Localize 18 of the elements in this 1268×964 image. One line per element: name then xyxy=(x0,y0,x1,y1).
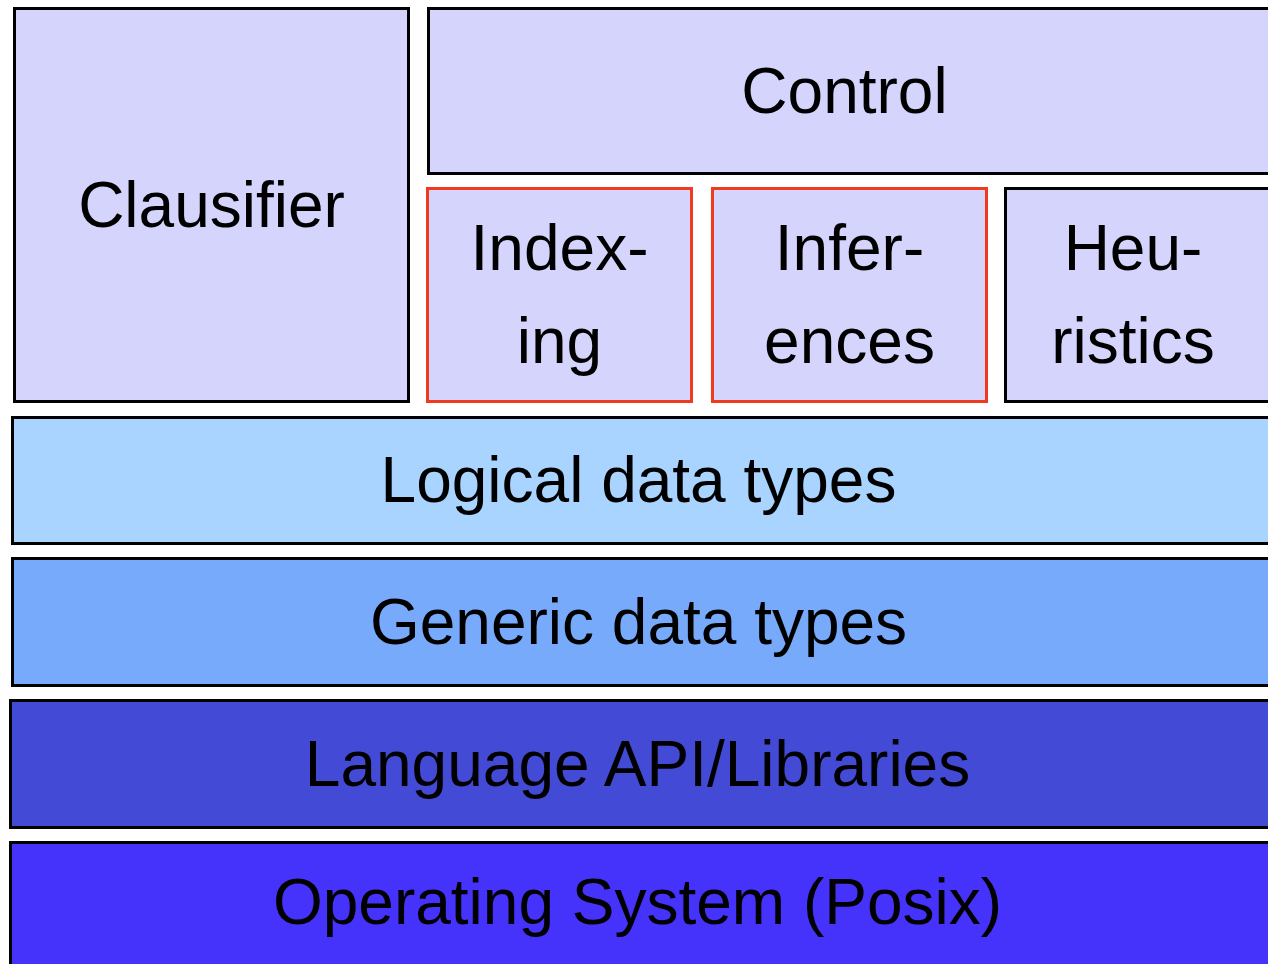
layer-box xyxy=(9,699,1268,829)
layer-box xyxy=(11,416,1268,545)
layer-label: Generic data types xyxy=(369,584,909,660)
layer-label: Heu- ristics xyxy=(1050,211,1216,379)
layer-label: Operating System (Posix) xyxy=(272,864,1004,940)
layer-box xyxy=(711,187,988,403)
layer-box xyxy=(1004,187,1268,403)
layer-box xyxy=(13,7,410,403)
layer-box xyxy=(11,557,1268,687)
layer-label: Index- ing xyxy=(469,211,650,379)
layer-box xyxy=(426,187,693,403)
layer-label: Clausifier xyxy=(78,167,345,243)
layer-box xyxy=(9,841,1268,964)
layer-label: Language API/Libraries xyxy=(304,726,972,802)
layer-label: Logical data types xyxy=(380,443,898,519)
layer-box xyxy=(427,7,1268,175)
layer-label: Infer- ences xyxy=(763,211,936,379)
layer-label: Control xyxy=(741,53,949,129)
